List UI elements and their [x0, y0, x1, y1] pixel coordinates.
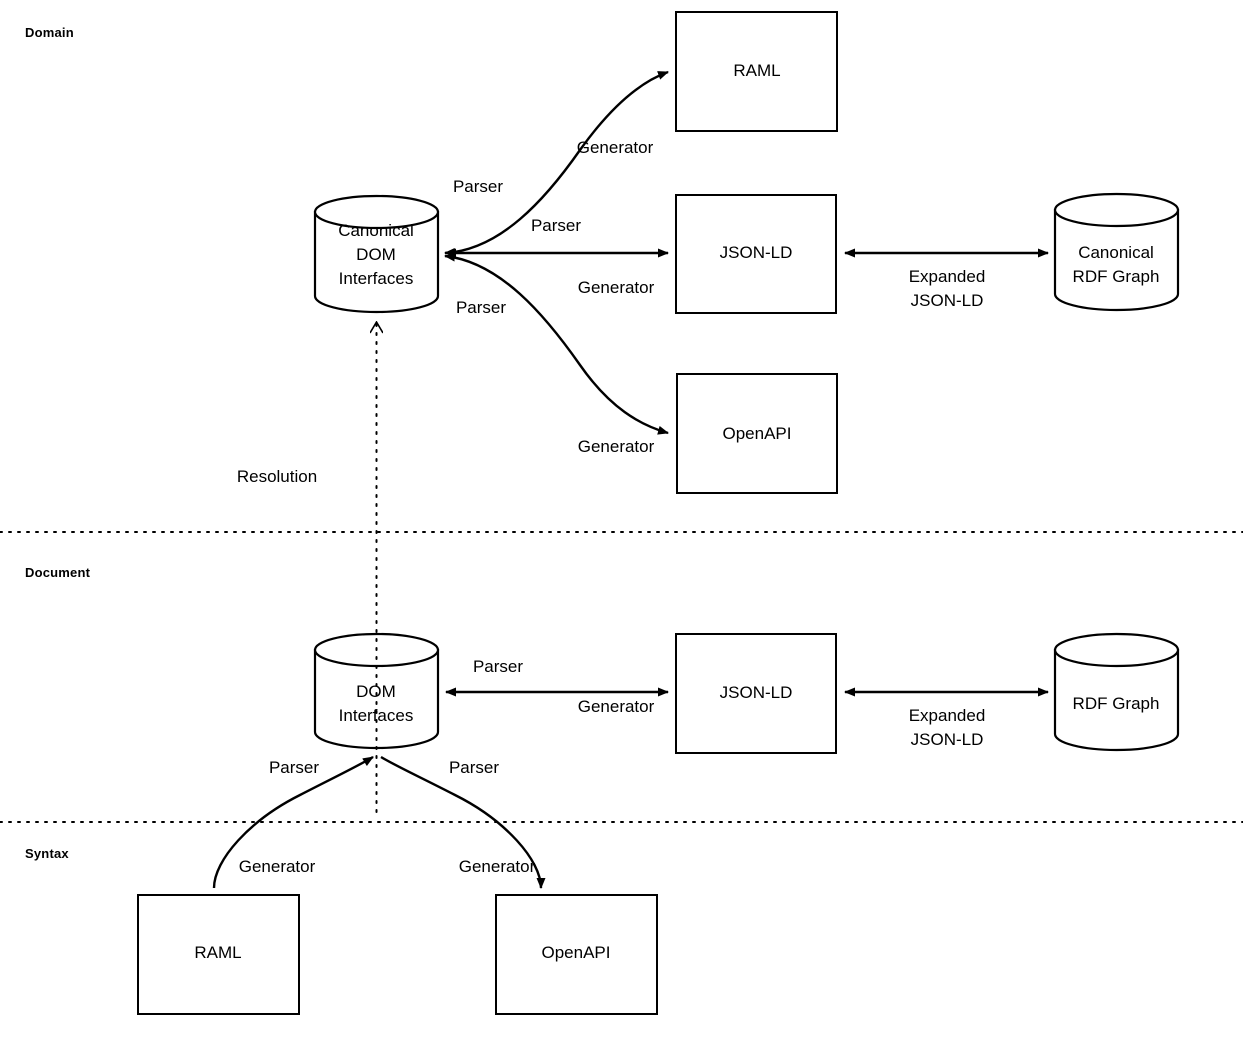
- layer-label-domain: Domain: [25, 25, 74, 40]
- edge-label-parser-openapi-syntax: Parser: [448, 758, 500, 777]
- edge-label-generator-jsonld-domain: Generator: [577, 278, 655, 297]
- edge-label-generator-raml-domain: Generator: [576, 138, 654, 157]
- node-domain-openapi-shape[interactable]: [676, 373, 838, 494]
- node-domain-json-ld-shape[interactable]: [675, 194, 837, 314]
- edge-label-parser-jsonld-domain: Parser: [530, 216, 582, 235]
- edge-canonical-dom-openapi: [444, 252, 669, 435]
- edge-canonical-dom-raml: [444, 70, 669, 257]
- edge-label-generator-openapi-syntax: Generator: [458, 857, 536, 876]
- edge-dom-syntax-openapi-generator: [380, 755, 546, 889]
- edge-label-parser-raml-domain: Parser: [452, 177, 504, 196]
- node-canonical-dom-interfaces-shape: [313, 194, 440, 314]
- layer-label-syntax: Syntax: [25, 846, 69, 861]
- edge-label-resolution: Resolution: [236, 467, 318, 486]
- edge-label-expanded-jsonld-domain: Expanded JSON-LD: [908, 267, 986, 310]
- edge-label-expanded-jsonld-document: Expanded JSON-LD: [908, 706, 986, 749]
- node-syntax-raml-shape[interactable]: [137, 894, 300, 1015]
- edge-syntax-raml-dom-parser: [212, 755, 374, 889]
- edge-label-generator-raml-syntax: Generator: [238, 857, 316, 876]
- node-syntax-openapi-shape[interactable]: [495, 894, 658, 1015]
- edge-label-parser-openapi-domain: Parser: [455, 298, 507, 317]
- node-rdf-graph-shape: [1053, 632, 1180, 752]
- node-document-json-ld-shape[interactable]: [675, 633, 837, 754]
- node-canonical-rdf-graph-shape: [1053, 192, 1180, 312]
- layer-label-document: Document: [25, 565, 91, 580]
- edge-label-parser-raml-syntax: Parser: [268, 758, 320, 777]
- edge-label-generator-jsonld-document: Generator: [577, 697, 655, 716]
- node-domain-raml-shape[interactable]: [675, 11, 838, 132]
- edge-label-parser-jsonld-document: Parser: [472, 657, 524, 676]
- edge-label-generator-openapi-domain: Generator: [577, 437, 655, 456]
